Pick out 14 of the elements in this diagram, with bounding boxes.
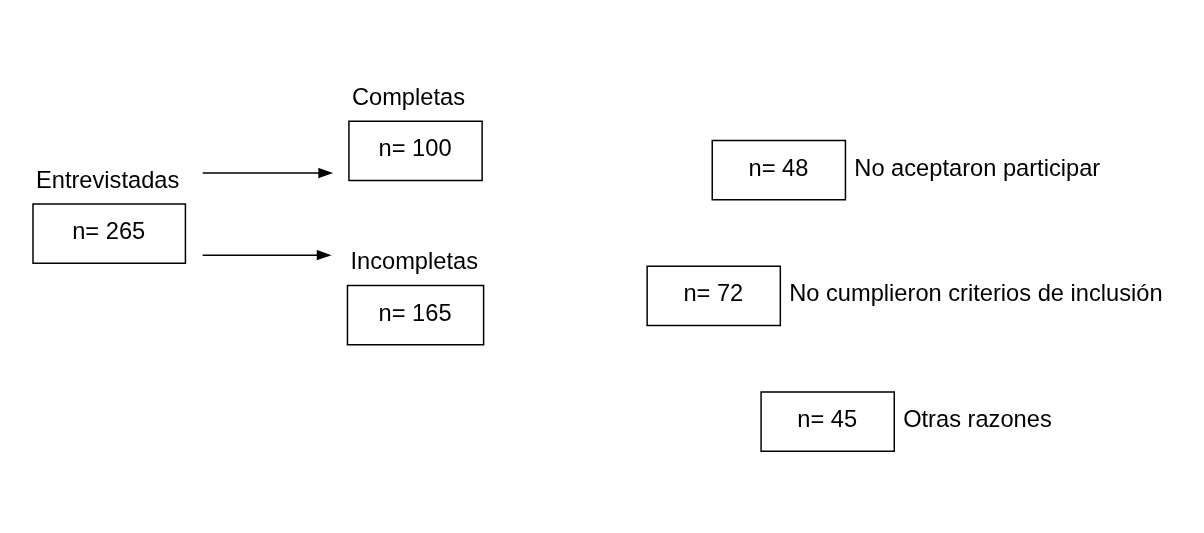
node-label: Completas [351,83,465,110]
node-label: Entrevistadas [35,166,180,193]
node-box: n= 100 [348,120,483,181]
node-box: n= 72 [646,265,782,326]
node-box: n= 165 [346,284,485,345]
node-box: n= 265 [32,202,187,264]
node-label: Otras razones [903,405,1052,432]
arrow [201,249,332,260]
node-box: n= 48 [711,139,847,200]
node-label: No cumplieron criterios de inclusión [789,279,1163,306]
node-box: n= 45 [760,390,895,452]
node-label: Incompletas [350,247,478,274]
node-label: No aceptaron participar [854,154,1101,181]
arrow [201,167,334,178]
